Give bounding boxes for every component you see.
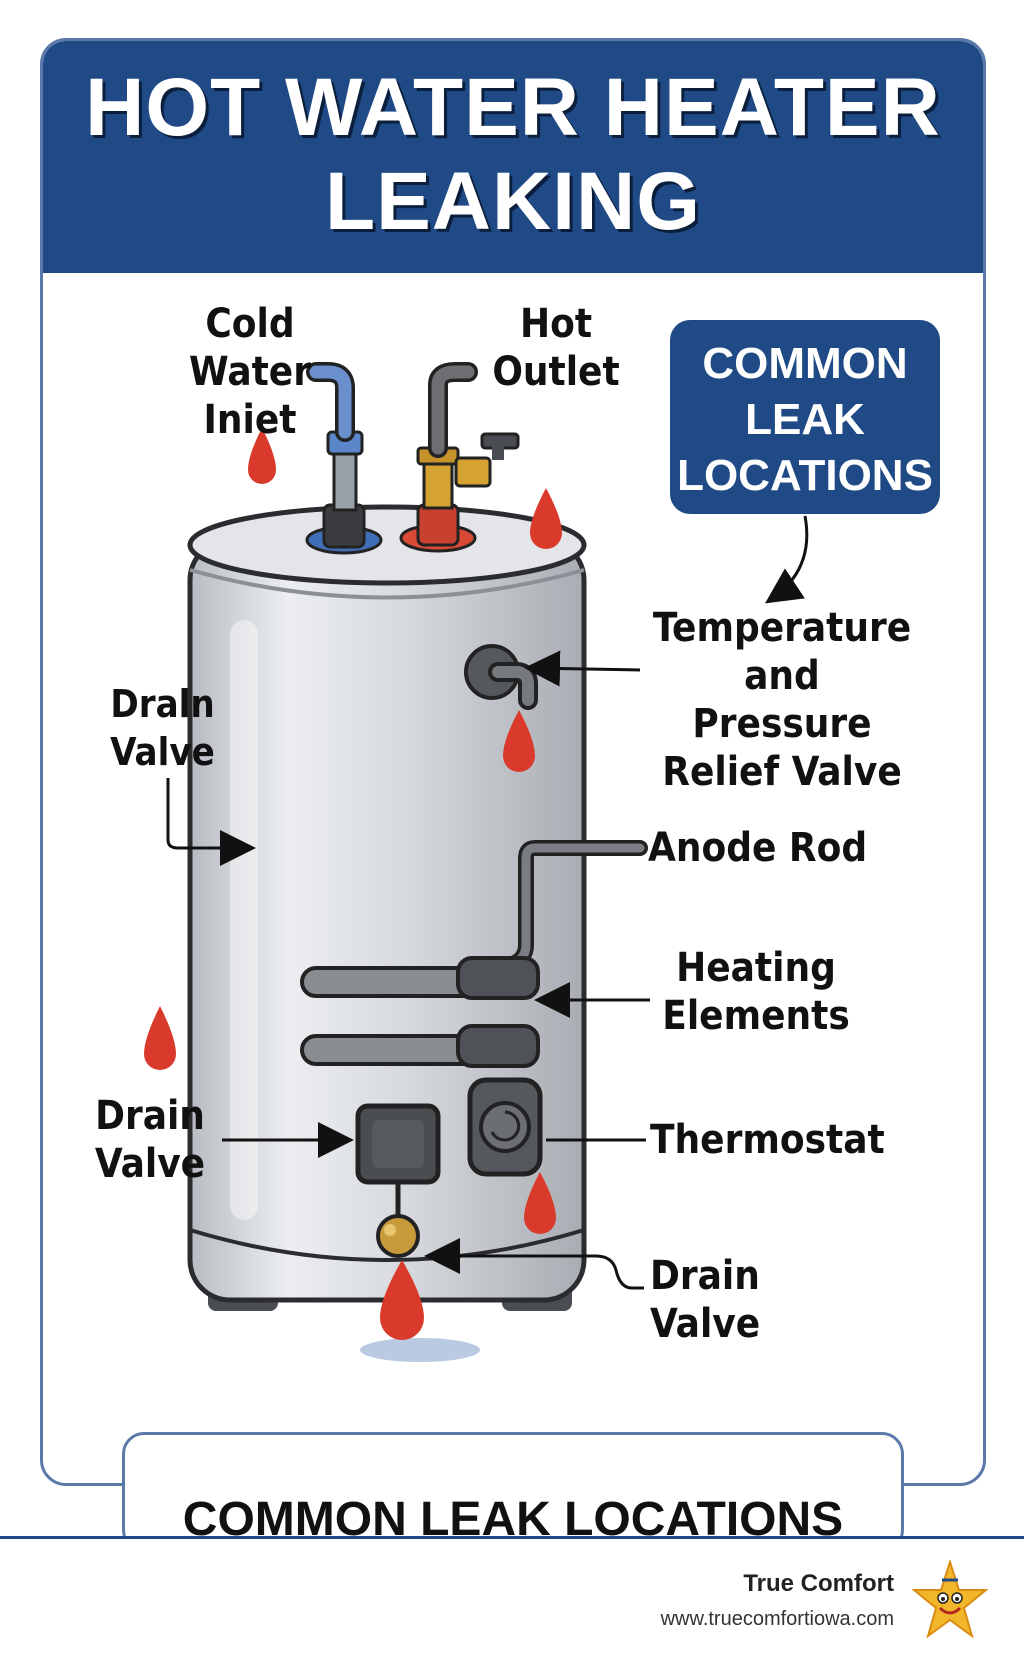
- leader-drain-bottom: [424, 1238, 644, 1290]
- label-cold-water-inlet: Cold Water Iniet: [189, 301, 311, 443]
- leak-drop-2: [530, 488, 562, 549]
- leader-drain-top: [166, 778, 256, 866]
- leader-tp-valve: [524, 650, 641, 687]
- heating-element-lower: [300, 1024, 540, 1068]
- brand-name: True Comfort: [743, 1570, 894, 1597]
- star-mascot-logo-icon: [912, 1560, 988, 1639]
- leak-drop-1: [248, 428, 276, 484]
- leak-drop-6: [380, 1260, 424, 1340]
- leader-callout: [765, 515, 809, 604]
- water-puddle: [360, 1338, 480, 1362]
- brand-url[interactable]: www.truecomfortiowa.com: [660, 1608, 894, 1630]
- drain-valve-fitting: [376, 1214, 420, 1258]
- label-drain-valve-upper: Draln Valve: [110, 682, 215, 774]
- leak-drop-5: [524, 1172, 556, 1234]
- label-thermostat: Thermostat: [650, 1117, 885, 1163]
- header-banner: HOT WATER HEATER LEAKING: [43, 41, 983, 273]
- water-heater-diagram: [144, 362, 809, 1362]
- label-tp-relief-valve: Temperature and Pressure Relief Valve: [652, 605, 912, 795]
- leak-drop-3: [503, 710, 535, 772]
- label-anode-rod: Anode Rod: [648, 825, 868, 871]
- footer: [0, 1536, 1024, 1669]
- hot-outlet-pipe: [399, 362, 520, 553]
- heating-element-upper: [300, 956, 540, 1000]
- bottom-panel: [122, 1432, 904, 1552]
- label-hot-outlet: Hot Outlet: [492, 301, 620, 395]
- label-drain-valve-middle: Drain Valve: [94, 1093, 206, 1187]
- cold-water-inlet-pipe: [305, 362, 383, 555]
- thermostat-unit: [467, 1077, 543, 1177]
- page-title: HOT WATER HEATER LEAKING: [85, 62, 941, 247]
- label-heating-elements: Heating Elements: [662, 945, 850, 1039]
- common-leak-locations-callout: COMMON LEAK LOCATIONS: [670, 320, 940, 514]
- label-drain-valve-bottom: Drain Valve: [650, 1253, 761, 1347]
- control-box: [355, 1103, 441, 1224]
- leak-drop-4: [144, 1006, 176, 1070]
